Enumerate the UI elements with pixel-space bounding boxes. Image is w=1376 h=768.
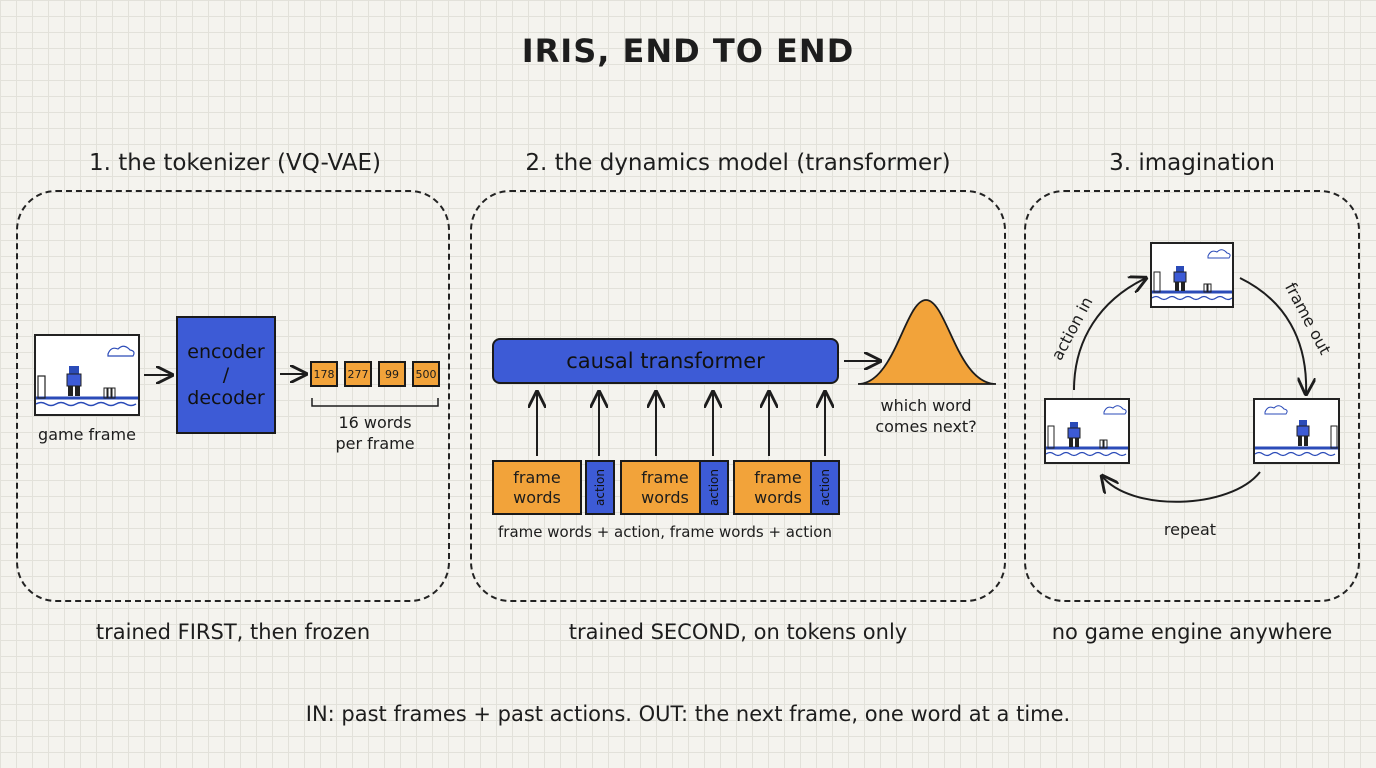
dynamics-heading: 2. the dynamics model (transformer) — [525, 150, 951, 176]
imagined-frame-left — [1044, 398, 1130, 464]
imagination-caption: no game engine anywhere — [1051, 620, 1333, 644]
game-scene-icon — [1152, 249, 1232, 301]
game-scene-icon — [36, 345, 138, 407]
imagined-frame-top — [1150, 242, 1234, 308]
encoder-label: encoder — [187, 340, 265, 363]
next-word-label: which word comes next? — [875, 396, 977, 436]
token-box: 178 — [310, 361, 338, 387]
imagination-heading: 3. imagination — [1109, 150, 1275, 176]
token-box: 277 — [344, 361, 372, 387]
encoder-slash: / — [222, 363, 230, 386]
token-box: 500 — [412, 361, 440, 387]
diagram-title: IRIS, END TO END — [521, 32, 855, 70]
tokenizer-heading: 1. the tokenizer (VQ-VAE) — [89, 150, 381, 176]
sequence-label: frame words + action, frame words + acti… — [498, 523, 832, 541]
action-box: action — [585, 460, 615, 515]
tokens-count-label: 16 words per frame — [335, 413, 415, 453]
tokens-bracket — [311, 398, 439, 407]
cycle-arrow-icon — [1239, 277, 1306, 394]
repeat-label: repeat — [1163, 520, 1217, 539]
cycle-arrow-icon — [1102, 471, 1261, 503]
encoder-decoder-box: encoder / decoder — [176, 316, 276, 434]
tokenizer-caption: trained FIRST, then frozen — [95, 620, 371, 644]
dynamics-caption: trained SECOND, on tokens only — [568, 620, 908, 644]
imagined-frame-right — [1253, 398, 1340, 464]
dynamics-panel — [470, 190, 1006, 602]
footer-summary: IN: past frames + past actions. OUT: the… — [305, 702, 1071, 726]
cycle-arrow-icon — [1073, 278, 1146, 391]
imagination-panel — [1024, 190, 1360, 602]
action-box: action — [699, 460, 729, 515]
token-box: 99 — [378, 361, 406, 387]
game-frame-thumbnail — [34, 334, 140, 416]
action-box: action — [810, 460, 840, 515]
causal-transformer-box: causal transformer — [492, 338, 839, 384]
game-scene-icon — [1046, 405, 1128, 457]
tokenizer-panel — [16, 190, 450, 602]
bell-curve-icon — [857, 299, 997, 385]
game-scene-icon — [1255, 405, 1338, 457]
game-frame-label: game frame — [38, 425, 136, 444]
decoder-label: decoder — [187, 386, 265, 409]
